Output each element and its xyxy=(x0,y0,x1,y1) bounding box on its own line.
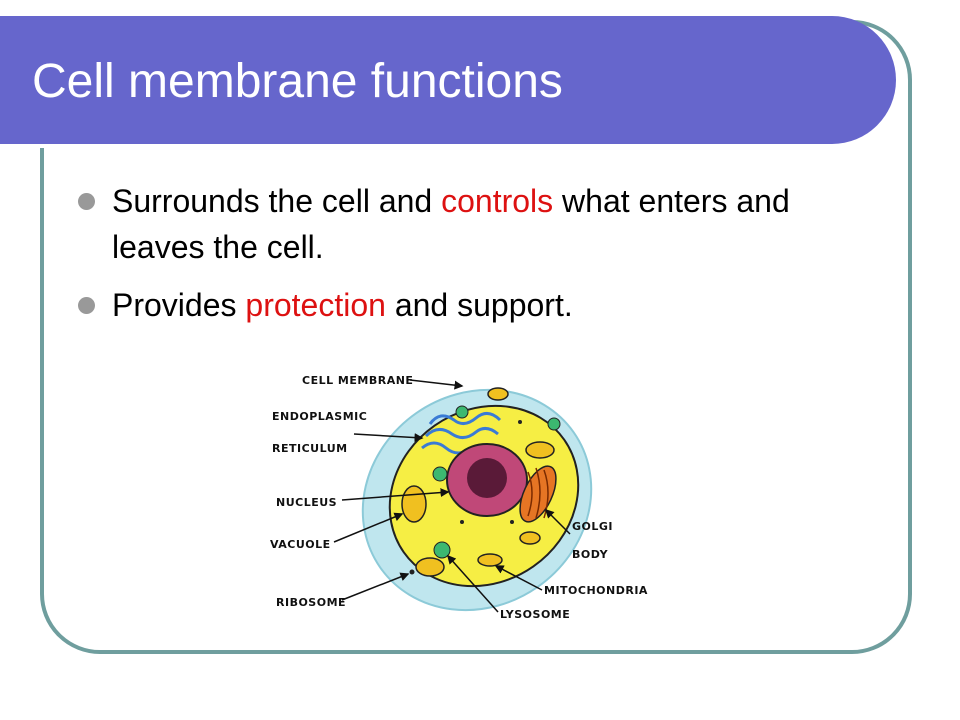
vacuole-shape xyxy=(401,485,427,523)
bullet-list: Surrounds the cell and controls what ent… xyxy=(78,178,818,340)
label-reticulum: RETICULUM xyxy=(272,442,348,455)
label-nucleus: NUCLEUS xyxy=(276,496,337,509)
label-cell-membrane: CELL MEMBRANE xyxy=(302,374,413,387)
nucleolus-shape xyxy=(467,458,507,498)
bullet-text: Surrounds the cell and xyxy=(112,183,442,219)
lysosome-shape xyxy=(433,541,451,559)
label-body: BODY xyxy=(572,548,609,561)
bullet-item: Provides protection and support. xyxy=(78,282,818,328)
bullet-text: Provides xyxy=(112,287,246,323)
label-mitochondria: MITOCHONDRIA xyxy=(544,584,648,597)
label-golgi: GOLGI xyxy=(572,520,613,533)
label-lysosome: LYSOSOME xyxy=(500,608,570,621)
bullet-highlight: protection xyxy=(245,287,386,323)
title-underline xyxy=(0,144,848,148)
mitochondria-shape xyxy=(477,553,503,567)
label-ribosome: RIBOSOME xyxy=(276,596,346,609)
bullet-highlight: controls xyxy=(441,183,554,219)
label-vacuole: VACUOLE xyxy=(270,538,331,551)
label-endoplasmic: ENDOPLASMIC xyxy=(272,410,367,423)
bullet-text: and support. xyxy=(385,287,573,323)
slide-title: Cell membrane functions xyxy=(32,55,563,108)
bullet-text: what enters and leaves the cell. xyxy=(112,183,790,265)
title-bar: Cell membrane functions xyxy=(0,16,896,148)
bullet-item: Surrounds the cell and controls what ent… xyxy=(78,178,818,270)
ribosome-shape xyxy=(409,569,415,575)
bullet-dot-icon xyxy=(78,193,95,210)
animal-cell-diagram: CELL MEMBRANE ENDOPLASMIC RETICULUM NUCL… xyxy=(270,374,648,621)
bullet-dot-icon xyxy=(78,297,95,314)
